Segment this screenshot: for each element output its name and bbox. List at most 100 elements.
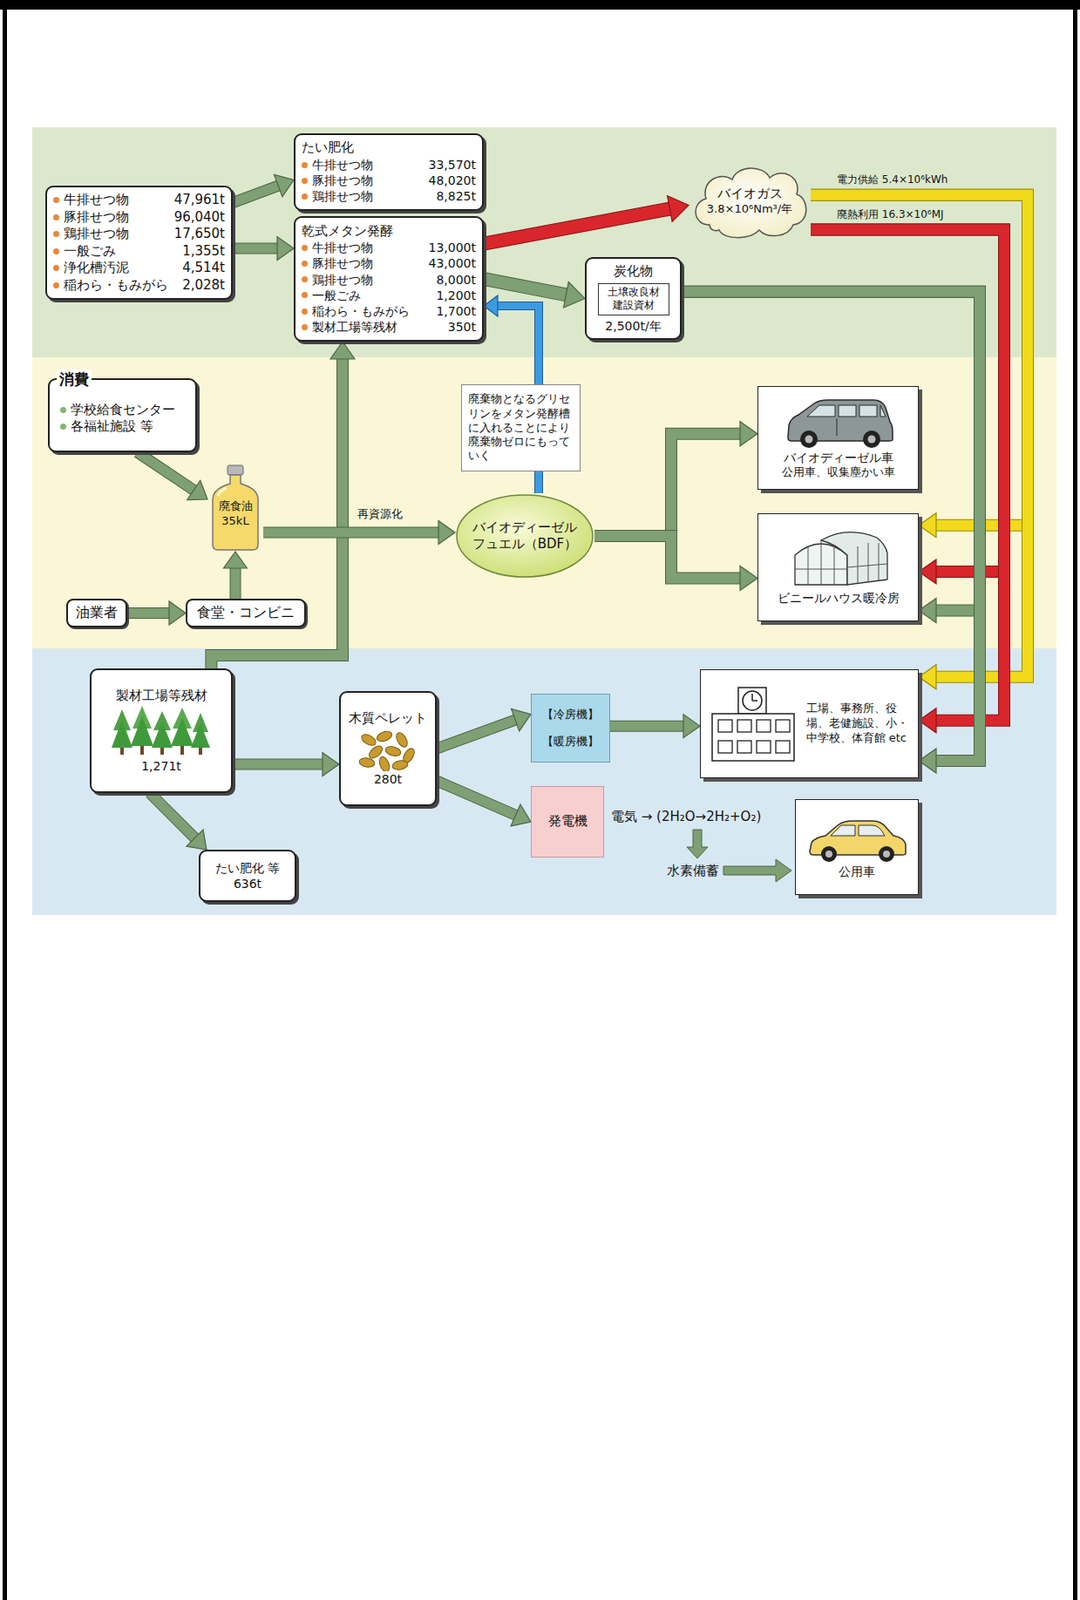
flow-arrow-part bbox=[127, 607, 170, 619]
trees-icon bbox=[108, 704, 214, 759]
item-name: 豚排せつ物 bbox=[312, 172, 374, 189]
char-box: 炭化物土壌改良材建設資材2,500t/年 bbox=[584, 257, 682, 340]
flow-arrow-part bbox=[740, 421, 758, 447]
box-label: バイオディーゼル車 bbox=[783, 449, 894, 466]
trees-icon-part bbox=[111, 720, 133, 748]
biogas-cloud: バイオガス3.8×10⁶Nm³/年 bbox=[688, 162, 811, 241]
box-label: 1,271t bbox=[141, 758, 182, 775]
cloud-shape bbox=[688, 162, 811, 241]
annotation-label: 水素備蓄 bbox=[665, 862, 721, 881]
shop-box: 食堂・コンビニ bbox=[185, 598, 306, 628]
flow-arrow-part bbox=[263, 528, 439, 538]
flow-arrow-part bbox=[563, 282, 585, 308]
item-name: 稲わら・もみがら bbox=[63, 277, 169, 295]
greenhouse-icon-part bbox=[820, 541, 822, 585]
bullet-dot bbox=[53, 214, 60, 221]
bullet-dot bbox=[301, 177, 308, 184]
bullet-dot bbox=[301, 292, 308, 299]
box-label: 製材工場等残材 bbox=[115, 687, 208, 706]
flow-arrow bbox=[483, 196, 689, 245]
building-icon-part bbox=[718, 720, 790, 754]
minivan-icon-part bbox=[862, 430, 881, 449]
building-icon-part-part bbox=[775, 740, 790, 754]
building-icon-part-part bbox=[718, 720, 733, 733]
flow-arrow bbox=[610, 714, 700, 739]
flow-arrow-part bbox=[918, 665, 937, 690]
flow-arrow-part bbox=[224, 551, 248, 569]
box-label: 土壌改良材 bbox=[607, 285, 660, 300]
flow-arrow-part bbox=[667, 196, 689, 222]
greenhouse-icon-part bbox=[807, 546, 809, 585]
building-icon-part-part bbox=[756, 740, 771, 754]
flow-arrow bbox=[224, 551, 248, 599]
building-icon-part bbox=[752, 699, 758, 702]
official-car-box: 公用車 bbox=[794, 799, 919, 896]
background-bands-part bbox=[2, 0, 7, 1600]
label-holder: 水素備蓄 bbox=[665, 862, 721, 881]
bullet-dot bbox=[53, 264, 60, 272]
bullet-dot bbox=[301, 193, 308, 200]
label-holder: 電気 → (2H₂O→2H₂+O₂) bbox=[609, 808, 763, 827]
building-icon-part bbox=[738, 687, 767, 714]
bdf-car-box: バイオディーゼル車公用車、収集塵かい車 bbox=[757, 386, 919, 490]
minivan-icon-part bbox=[835, 418, 837, 436]
greenhouse-icon-part bbox=[847, 563, 888, 568]
item-name: 豚排せつ物 bbox=[63, 209, 169, 227]
flow-arrow-part bbox=[187, 480, 208, 500]
bullet-dot bbox=[301, 260, 308, 267]
pellet-box: 木質ペレット 280t bbox=[339, 691, 437, 807]
flow-arrow-part bbox=[230, 568, 241, 599]
flow-arrow-part bbox=[273, 174, 294, 197]
label-holder: 再資源化 bbox=[355, 507, 405, 523]
building-icon-part-part bbox=[718, 740, 733, 754]
minivan-icon-part bbox=[804, 434, 813, 443]
item-amount: 13,000t bbox=[414, 239, 476, 256]
sedan-icon bbox=[806, 815, 908, 864]
bdf-ellipse: バイオディーゼルフュエル（BDF） bbox=[455, 493, 595, 579]
supplier-box: 油業者 bbox=[66, 598, 128, 628]
note-box: 廃棄物となるグリセリンをメタン発酵槽に入れることにより廃棄物ゼロにもっていく bbox=[461, 384, 581, 472]
hydrogen-arrows-part bbox=[723, 859, 792, 883]
flow-arrow-part bbox=[438, 521, 456, 545]
item-amount: 43,000t bbox=[414, 255, 476, 272]
bullet-dot bbox=[60, 423, 67, 430]
building-icon-part-part bbox=[775, 720, 790, 733]
flow-arrow-part bbox=[594, 536, 741, 578]
flow-arrow-part bbox=[610, 720, 684, 733]
flow-arrow-part bbox=[232, 760, 323, 770]
bullet-dot bbox=[301, 308, 308, 315]
greenhouse-box: ビニールハウス暖冷房 bbox=[757, 513, 919, 622]
item-name: 稲わら・もみがら bbox=[312, 303, 410, 320]
greenhouse-icon-part bbox=[821, 532, 888, 585]
item-list: 牛排せつ物13,000t豚排せつ物43,000t鶏排せつ物8,000t一般ごみ1… bbox=[301, 239, 476, 335]
sedan-icon-part bbox=[825, 850, 833, 858]
flow-arrow bbox=[594, 536, 758, 591]
pellets-icon-part-part bbox=[358, 756, 375, 768]
flow-arrow bbox=[232, 174, 294, 203]
box-label: 280t bbox=[373, 771, 402, 788]
box-label: 636t bbox=[233, 876, 262, 892]
box-heading: たい肥化 bbox=[301, 139, 476, 157]
lumber-box: 製材工場等残材 1,271t bbox=[89, 668, 233, 794]
flow-arrow bbox=[232, 753, 340, 777]
flow-arrow bbox=[137, 452, 208, 501]
item-amount: 8,000t bbox=[414, 271, 476, 288]
item-row: 各福祉施設 等 bbox=[60, 418, 154, 436]
background-bands-part bbox=[32, 357, 1057, 649]
greenhouse-icon-part bbox=[867, 543, 869, 583]
background-bands-part bbox=[1073, 0, 1078, 1600]
item-name: 一般ごみ bbox=[63, 243, 169, 261]
flow-arrow-part bbox=[436, 781, 517, 816]
flow-arrow-part bbox=[681, 292, 980, 612]
flow-arrow-part bbox=[683, 714, 700, 739]
pellets-icon-part-part bbox=[384, 744, 402, 757]
flow-arrow-part bbox=[322, 753, 340, 777]
item-name: 鶏排せつ物 bbox=[63, 225, 169, 244]
building-icon-part-part bbox=[737, 720, 752, 733]
flow-arrow bbox=[681, 292, 980, 624]
source-list-box: 牛排せつ物47,961t豚排せつ物96,040t鶏排せつ物17,650t一般ごみ… bbox=[45, 185, 233, 300]
bullet-dot bbox=[53, 230, 60, 238]
hydrogen-arrows-part bbox=[686, 829, 708, 859]
item-amount: 8,825t bbox=[377, 188, 476, 204]
flow-arrow-part bbox=[436, 720, 516, 749]
